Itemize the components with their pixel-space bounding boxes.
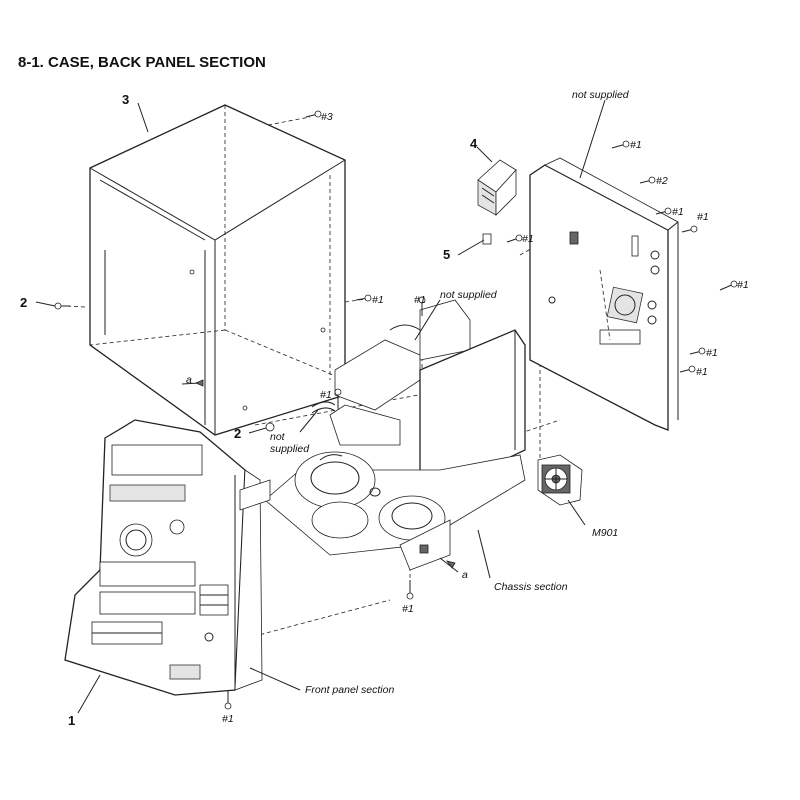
not-supplied-cable-label-2: supplied — [270, 443, 310, 455]
screw-1-panel-d-label: #1 — [737, 279, 749, 291]
screw-1-panel-f-symbol — [679, 365, 696, 373]
middle-brackets — [311, 299, 471, 446]
screw-1-panel-c-symbol — [681, 225, 698, 233]
screw-2-left-symbol — [54, 302, 70, 310]
chassis-section-label: Chassis section — [494, 581, 568, 593]
back-panel — [529, 157, 679, 431]
part-5-bracket — [482, 233, 492, 245]
screw-1-panel-f-label: #1 — [696, 366, 708, 378]
screw-1-part5-symbol — [506, 234, 523, 243]
screw-1-top-symbol — [418, 296, 426, 316]
screw-1-bottom-symbol — [406, 580, 414, 600]
screw-1-panel-e-symbol — [689, 347, 706, 355]
front-panel-section-label: Front panel section — [305, 684, 394, 696]
screw-1-case-label: #1 — [372, 294, 384, 306]
screw-1-panel-a-symbol — [611, 140, 630, 149]
screw-1-case-symbol — [355, 294, 372, 302]
leader-lines — [35, 99, 606, 714]
part-4-label: 4 — [470, 136, 478, 151]
screw-1-part5-label: #1 — [522, 233, 534, 245]
screw-1-panel-a-label: #1 — [630, 139, 642, 151]
section-title: 8-1. CASE, BACK PANEL SECTION — [18, 54, 266, 71]
screw-1-front-label: #1 — [222, 713, 234, 725]
screw-2-panel-symbol — [639, 176, 656, 184]
not-supplied-panel-label: not supplied — [572, 89, 630, 101]
m901-label: M901 — [592, 527, 618, 539]
screw-1-bottom-label: #1 — [402, 603, 414, 615]
part-5-label: 5 — [443, 247, 450, 262]
part-2b-label: 2 — [234, 426, 241, 441]
screw-1-front-symbol — [224, 690, 232, 710]
screw-1-mid-label: #1 — [320, 389, 332, 401]
part-1-label: 1 — [68, 713, 75, 728]
screw-1-panel-c-label: #1 — [697, 211, 709, 223]
m901-fan — [537, 454, 583, 506]
reference-a-right-label: a — [462, 569, 468, 581]
screw-1-top-label: #1 — [414, 294, 426, 306]
chassis — [264, 329, 526, 571]
screws — [54, 110, 738, 710]
screw-3-label: #3 — [321, 111, 333, 123]
screw-1-panel-b-label: #1 — [672, 206, 684, 218]
part-2a-label: 2 — [20, 295, 27, 310]
reference-a-right: a — [446, 560, 468, 581]
screw-3-symbol — [305, 110, 322, 118]
reference-a-left: a — [186, 374, 204, 387]
front-panel — [64, 419, 271, 696]
screw-2-bottom-symbol — [265, 422, 275, 432]
part-3-label: 3 — [122, 92, 129, 107]
not-supplied-cable-label-1: not — [270, 431, 286, 443]
reference-a-left-label: a — [186, 374, 192, 386]
screw-1-panel-d-symbol — [719, 280, 738, 291]
screw-1-panel-e-label: #1 — [706, 347, 718, 359]
not-supplied-mid-label: not supplied — [440, 289, 498, 301]
screw-1-panel-b-symbol — [655, 207, 672, 215]
case-cover — [89, 104, 346, 436]
part-4-block — [477, 159, 517, 216]
screw-2-panel-label: #2 — [656, 175, 668, 187]
screw-1-mid-symbol — [334, 388, 342, 408]
